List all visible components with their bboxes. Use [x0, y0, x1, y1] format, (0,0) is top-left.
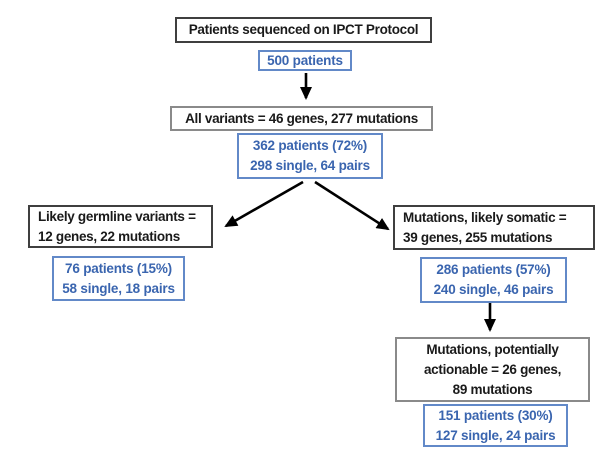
actionable-label-line: 89 mutations	[452, 381, 533, 397]
node-all-variants-stat: 362 patients (72%) 298 single, 64 pairs	[237, 133, 383, 179]
actionable-stat-line: 127 single, 24 pairs	[435, 427, 556, 443]
node-protocol-label: Patients sequenced on IPCT Protocol	[188, 22, 419, 37]
node-germline-stat: 76 patients (15%) 58 single, 18 pairs	[52, 256, 185, 301]
node-protocol-stat: 500 patients	[258, 50, 352, 71]
somatic-stat-line: 240 single, 46 pairs	[433, 282, 554, 297]
somatic-label-line: Mutations, likely somatic =	[403, 209, 567, 225]
somatic-stat-line: 286 patients (57%)	[436, 262, 551, 277]
node-somatic: Mutations, likely somatic = 39 genes, 25…	[393, 205, 595, 250]
all-variants-stat-line: 298 single, 64 pairs	[250, 158, 370, 173]
node-actionable-stat: 151 patients (30%) 127 single, 24 pairs	[423, 404, 568, 447]
all-variants-label: All variants = 46 genes, 277 mutations	[185, 110, 418, 126]
node-protocol: Patients sequenced on IPCT Protocol	[175, 17, 432, 43]
germline-label-line: Likely germline variants =	[38, 208, 196, 224]
actionable-stat-line: 151 patients (30%)	[438, 407, 553, 423]
actionable-label-line: actionable = 26 genes,	[423, 361, 562, 377]
germline-stat-line: 58 single, 18 pairs	[62, 280, 175, 296]
all-variants-stat-line: 362 patients (72%)	[252, 138, 368, 153]
node-all-variants: All variants = 46 genes, 277 mutations	[170, 106, 433, 131]
somatic-label-line: 39 genes, 255 mutations	[403, 229, 553, 245]
germline-stat-line: 76 patients (15%)	[65, 260, 172, 276]
node-actionable: Mutations, potentially actionable = 26 g…	[395, 337, 590, 402]
protocol-stat-line: 500 patients	[267, 52, 343, 68]
node-somatic-stat: 286 patients (57%) 240 single, 46 pairs	[420, 257, 567, 303]
node-germline: Likely germline variants = 12 genes, 22 …	[28, 205, 213, 248]
arrow-allvariants-to-somatic	[314, 180, 390, 231]
germline-label-line: 12 genes, 22 mutations	[38, 228, 180, 244]
arrow-allvariants-to-germline	[224, 180, 304, 228]
actionable-label-line: Mutations, potentially	[426, 341, 559, 357]
